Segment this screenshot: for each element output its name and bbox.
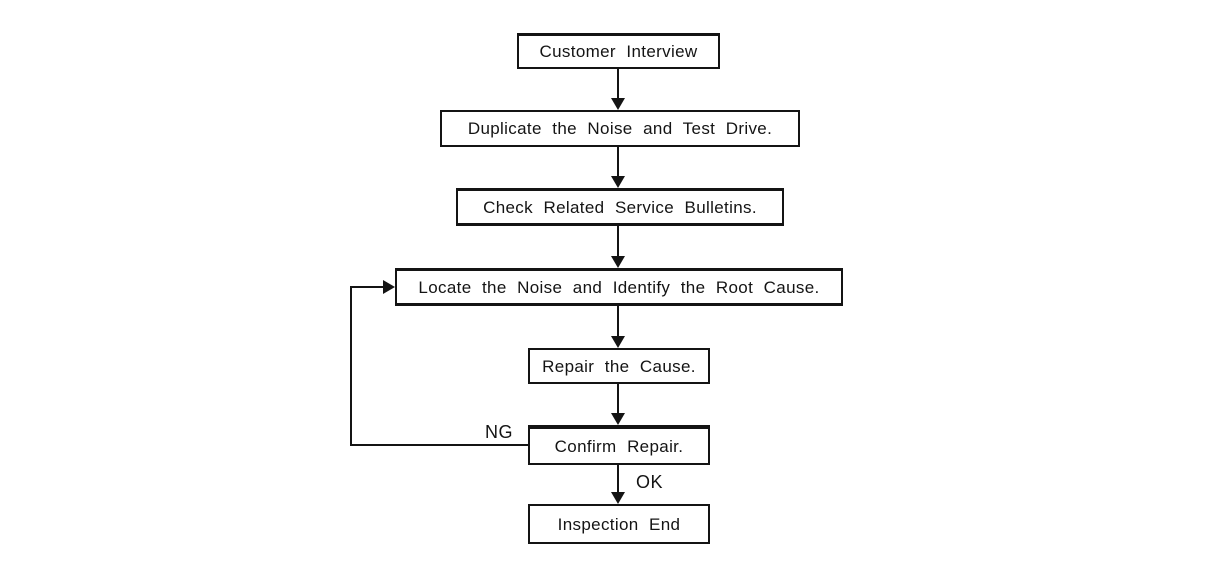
arrowhead-down-icon <box>611 98 625 110</box>
ng-loop-top-line <box>350 286 384 288</box>
node-customer-interview: Customer Interview <box>517 33 720 69</box>
node-locate-noise-identify-root-cause: Locate the Noise and Identify the Root C… <box>395 268 843 306</box>
arrowhead-down-icon <box>611 176 625 188</box>
node-duplicate-noise-test-drive: Duplicate the Noise and Test Drive. <box>440 110 800 147</box>
connector-line-2 <box>617 147 619 178</box>
connector-line-6 <box>617 465 619 494</box>
ng-loop-vertical-line <box>350 286 352 446</box>
connector-line-5 <box>617 384 619 415</box>
edge-label-ok: OK <box>636 472 664 492</box>
node-check-related-service-bulletins: Check Related Service Bulletins. <box>456 188 784 226</box>
node-inspection-end: Inspection End <box>528 504 710 544</box>
arrowhead-down-icon <box>611 336 625 348</box>
edge-label-ng: NG <box>485 422 514 442</box>
arrowhead-down-icon <box>611 492 625 504</box>
arrowhead-right-icon <box>383 280 395 294</box>
connector-line-3 <box>617 226 619 258</box>
node-repair-the-cause: Repair the Cause. <box>528 348 710 384</box>
ng-loop-bottom-line <box>350 444 528 446</box>
arrowhead-down-icon <box>611 256 625 268</box>
connector-line-4 <box>617 306 619 338</box>
node-confirm-repair: Confirm Repair. <box>528 425 710 465</box>
arrowhead-down-icon <box>611 413 625 425</box>
connector-line-1 <box>617 69 619 100</box>
